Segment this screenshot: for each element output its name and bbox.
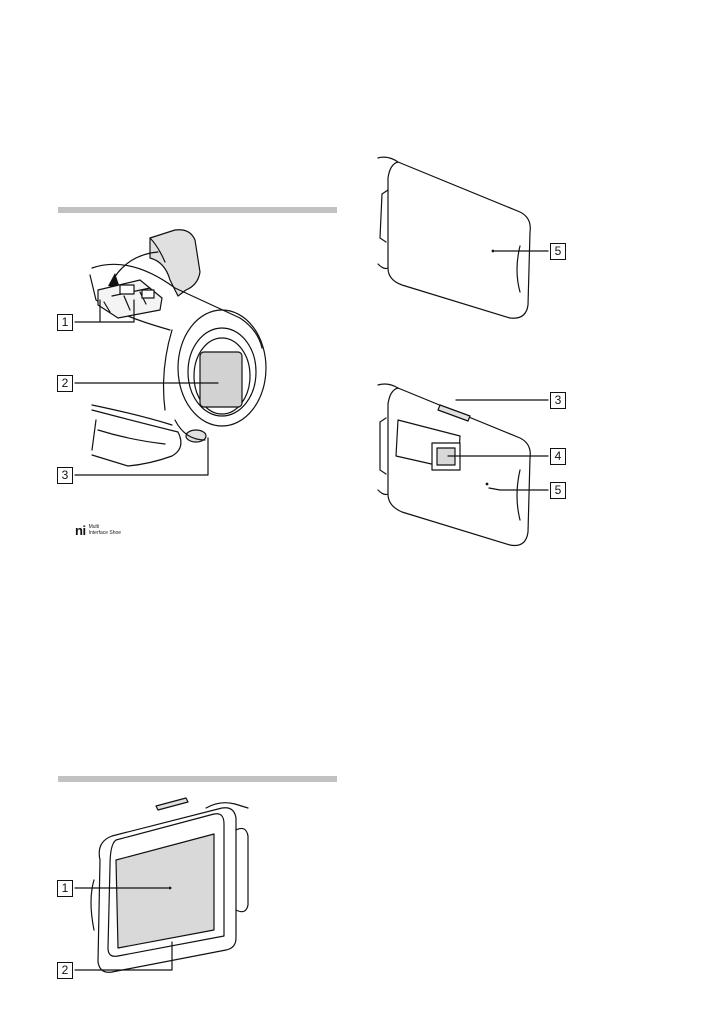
callout-lcd-2: 2 (57, 962, 73, 979)
camcorder-front-illustration (75, 230, 266, 475)
callout-front-1: 1 (57, 314, 73, 331)
logo-text-line2: Interface Shoe (89, 531, 122, 537)
callout-projector-3: 3 (550, 392, 566, 409)
multi-interface-shoe-logo: ni Multi Interface Shoe (75, 524, 121, 537)
callout-projector-5-top: 5 (550, 243, 566, 260)
lcd-screen-illustration (75, 798, 248, 972)
callout-lcd-1: 1 (57, 880, 73, 897)
callout-front-3: 3 (57, 467, 73, 484)
callout-projector-4: 4 (550, 448, 566, 465)
logo-text: Multi Interface Shoe (89, 525, 122, 536)
callout-projector-5: 5 (550, 482, 566, 499)
callout-front-2: 2 (57, 375, 73, 392)
projector-illustration (378, 384, 548, 545)
lcd-panel-back-illustration (378, 157, 548, 318)
logo-mark: ni (75, 524, 86, 537)
